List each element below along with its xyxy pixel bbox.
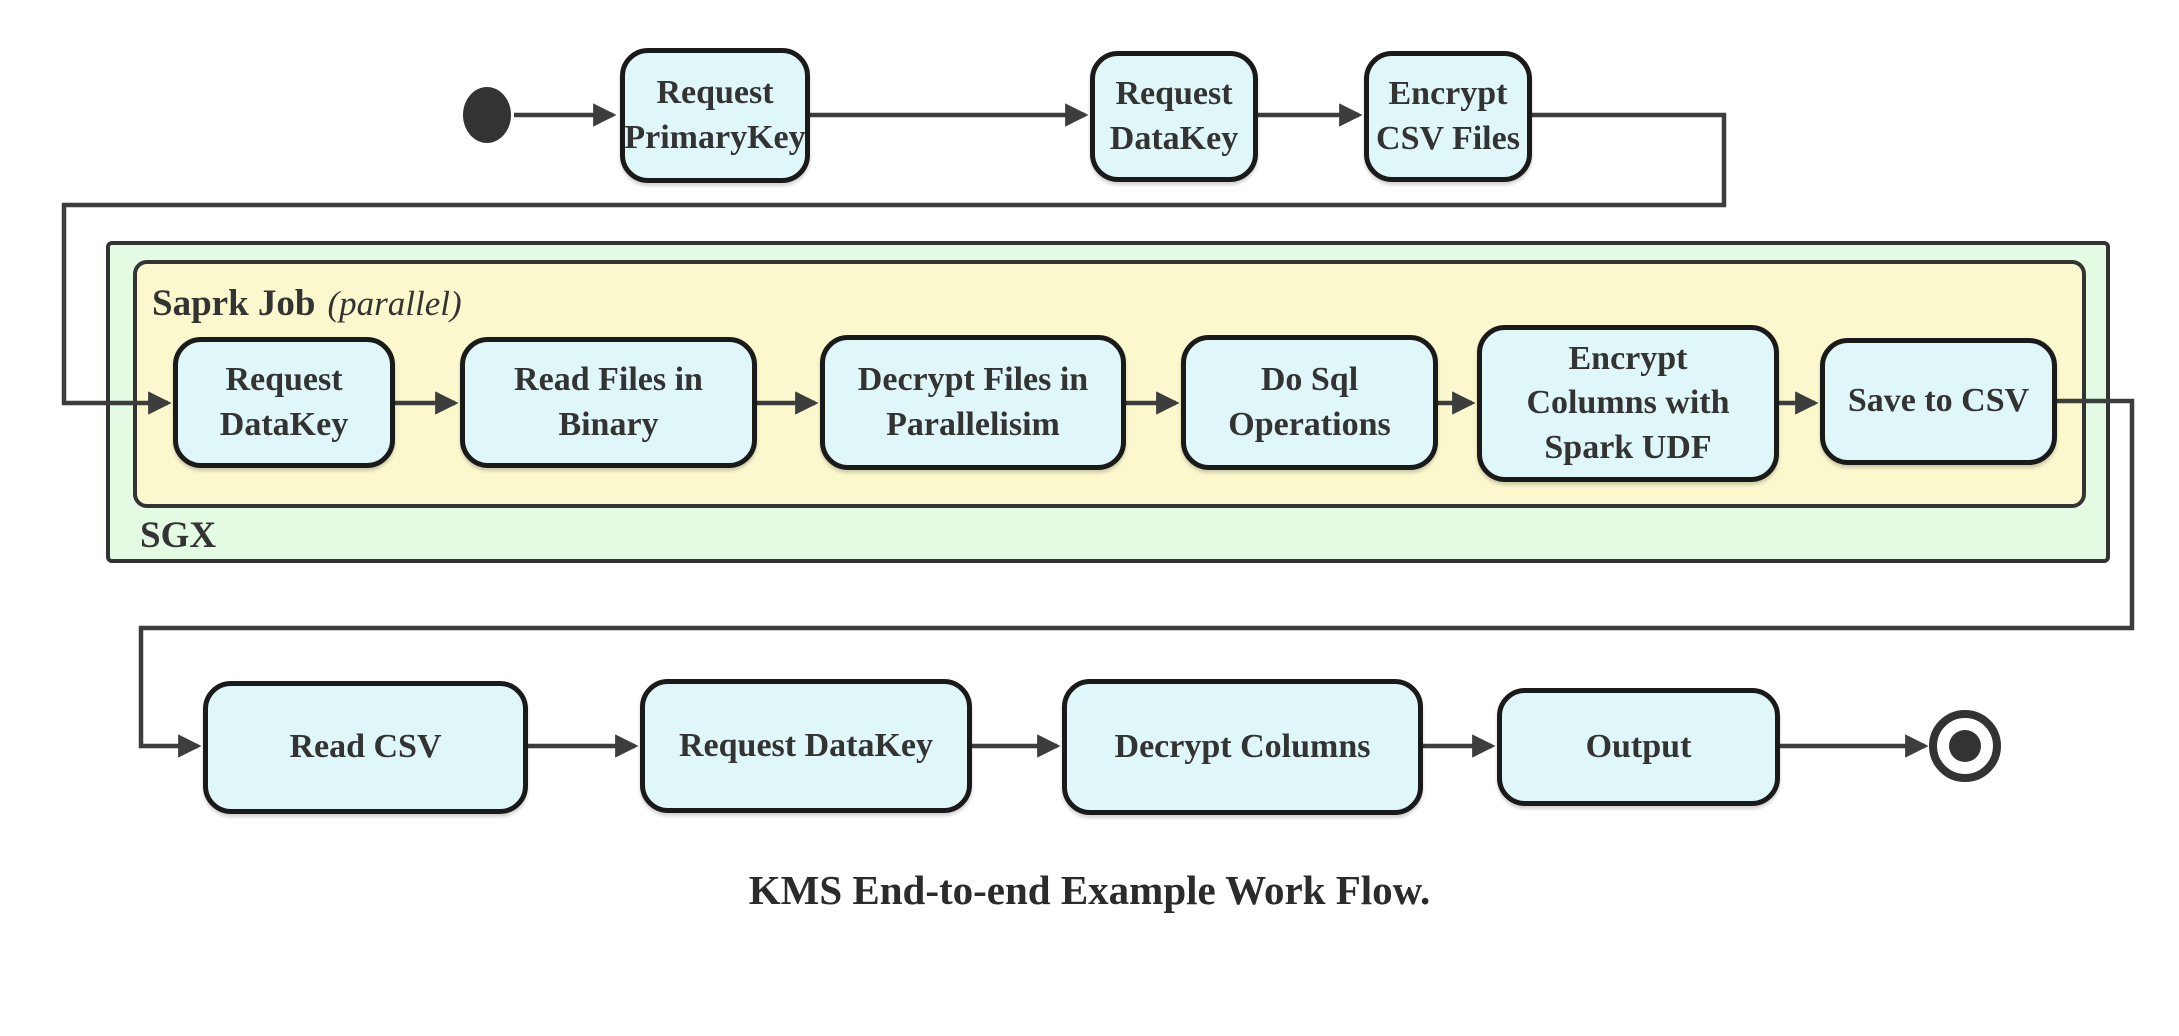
node-label-line: Binary (558, 405, 659, 443)
node-label-line: Request DataKey (678, 726, 934, 764)
node-label-line: Request (225, 361, 343, 399)
node-label-line: Parallelisim (886, 405, 1060, 443)
end-node-ring (1929, 710, 2001, 782)
node-decrypt-columns: Decrypt Columns (1062, 679, 1423, 815)
sgx-label-text: SGX (140, 515, 217, 556)
node-label-line: Request (656, 74, 774, 112)
node-label-line: Decrypt Files in (857, 361, 1089, 399)
diagram-caption: KMS End-to-end Example Work Flow. (748, 867, 1431, 913)
node-encrypt-columns-with-spark-udf: Encrypt Columns with Spark UDF (1477, 325, 1779, 482)
node-label-line: DataKey (219, 405, 349, 443)
node-encrypt-csv-files: Encrypt CSV Files (1364, 51, 1532, 182)
end-node-dot (1949, 730, 1981, 762)
spark-job-title: Saprk Job (152, 283, 316, 324)
node-decrypt-files-in-parallelisim: Decrypt Files in Parallelisim (820, 335, 1126, 470)
node-sgx-request-datakey: Request DataKey (173, 337, 395, 468)
node-label-line: Decrypt Columns (1114, 727, 1371, 765)
node-read-csv: Read CSV (203, 681, 528, 814)
node-label-line: Read Files in (514, 361, 703, 399)
node-read-files-in-binary: Read Files in Binary (460, 337, 757, 468)
node-save-to-csv: Save to CSV (1820, 338, 2057, 465)
node-request-datakey-bottom: Request DataKey (640, 679, 972, 813)
start-node (463, 87, 511, 143)
node-label-line: Save to CSV (1847, 382, 2030, 420)
node-label-line: Request (1115, 75, 1233, 113)
node-label-line: Read CSV (289, 728, 442, 766)
node-label-line: Encrypt (1388, 75, 1508, 113)
node-label-line: CSV Files (1376, 119, 1520, 157)
node-output: Output (1497, 688, 1780, 806)
node-request-primarykey: Request PrimaryKey (620, 48, 810, 183)
node-label-line: Do Sql (1260, 361, 1359, 399)
node-label-line: Output (1585, 727, 1692, 765)
node-label-line: Operations (1228, 405, 1391, 443)
node-label-line: DataKey (1109, 119, 1239, 157)
node-label-line: PrimaryKey (624, 118, 806, 156)
node-label-line: Spark UDF (1544, 428, 1712, 466)
node-request-datakey-top: Request DataKey (1090, 51, 1258, 182)
spark-job-label: Saprk Job (parallel) (152, 282, 462, 325)
node-label-line: Columns with (1526, 384, 1730, 422)
node-do-sql-operations: Do Sql Operations (1181, 335, 1438, 470)
spark-job-annotation: (parallel) (327, 284, 462, 323)
node-label-line: Encrypt (1568, 340, 1688, 378)
sgx-label: SGX (140, 514, 216, 557)
